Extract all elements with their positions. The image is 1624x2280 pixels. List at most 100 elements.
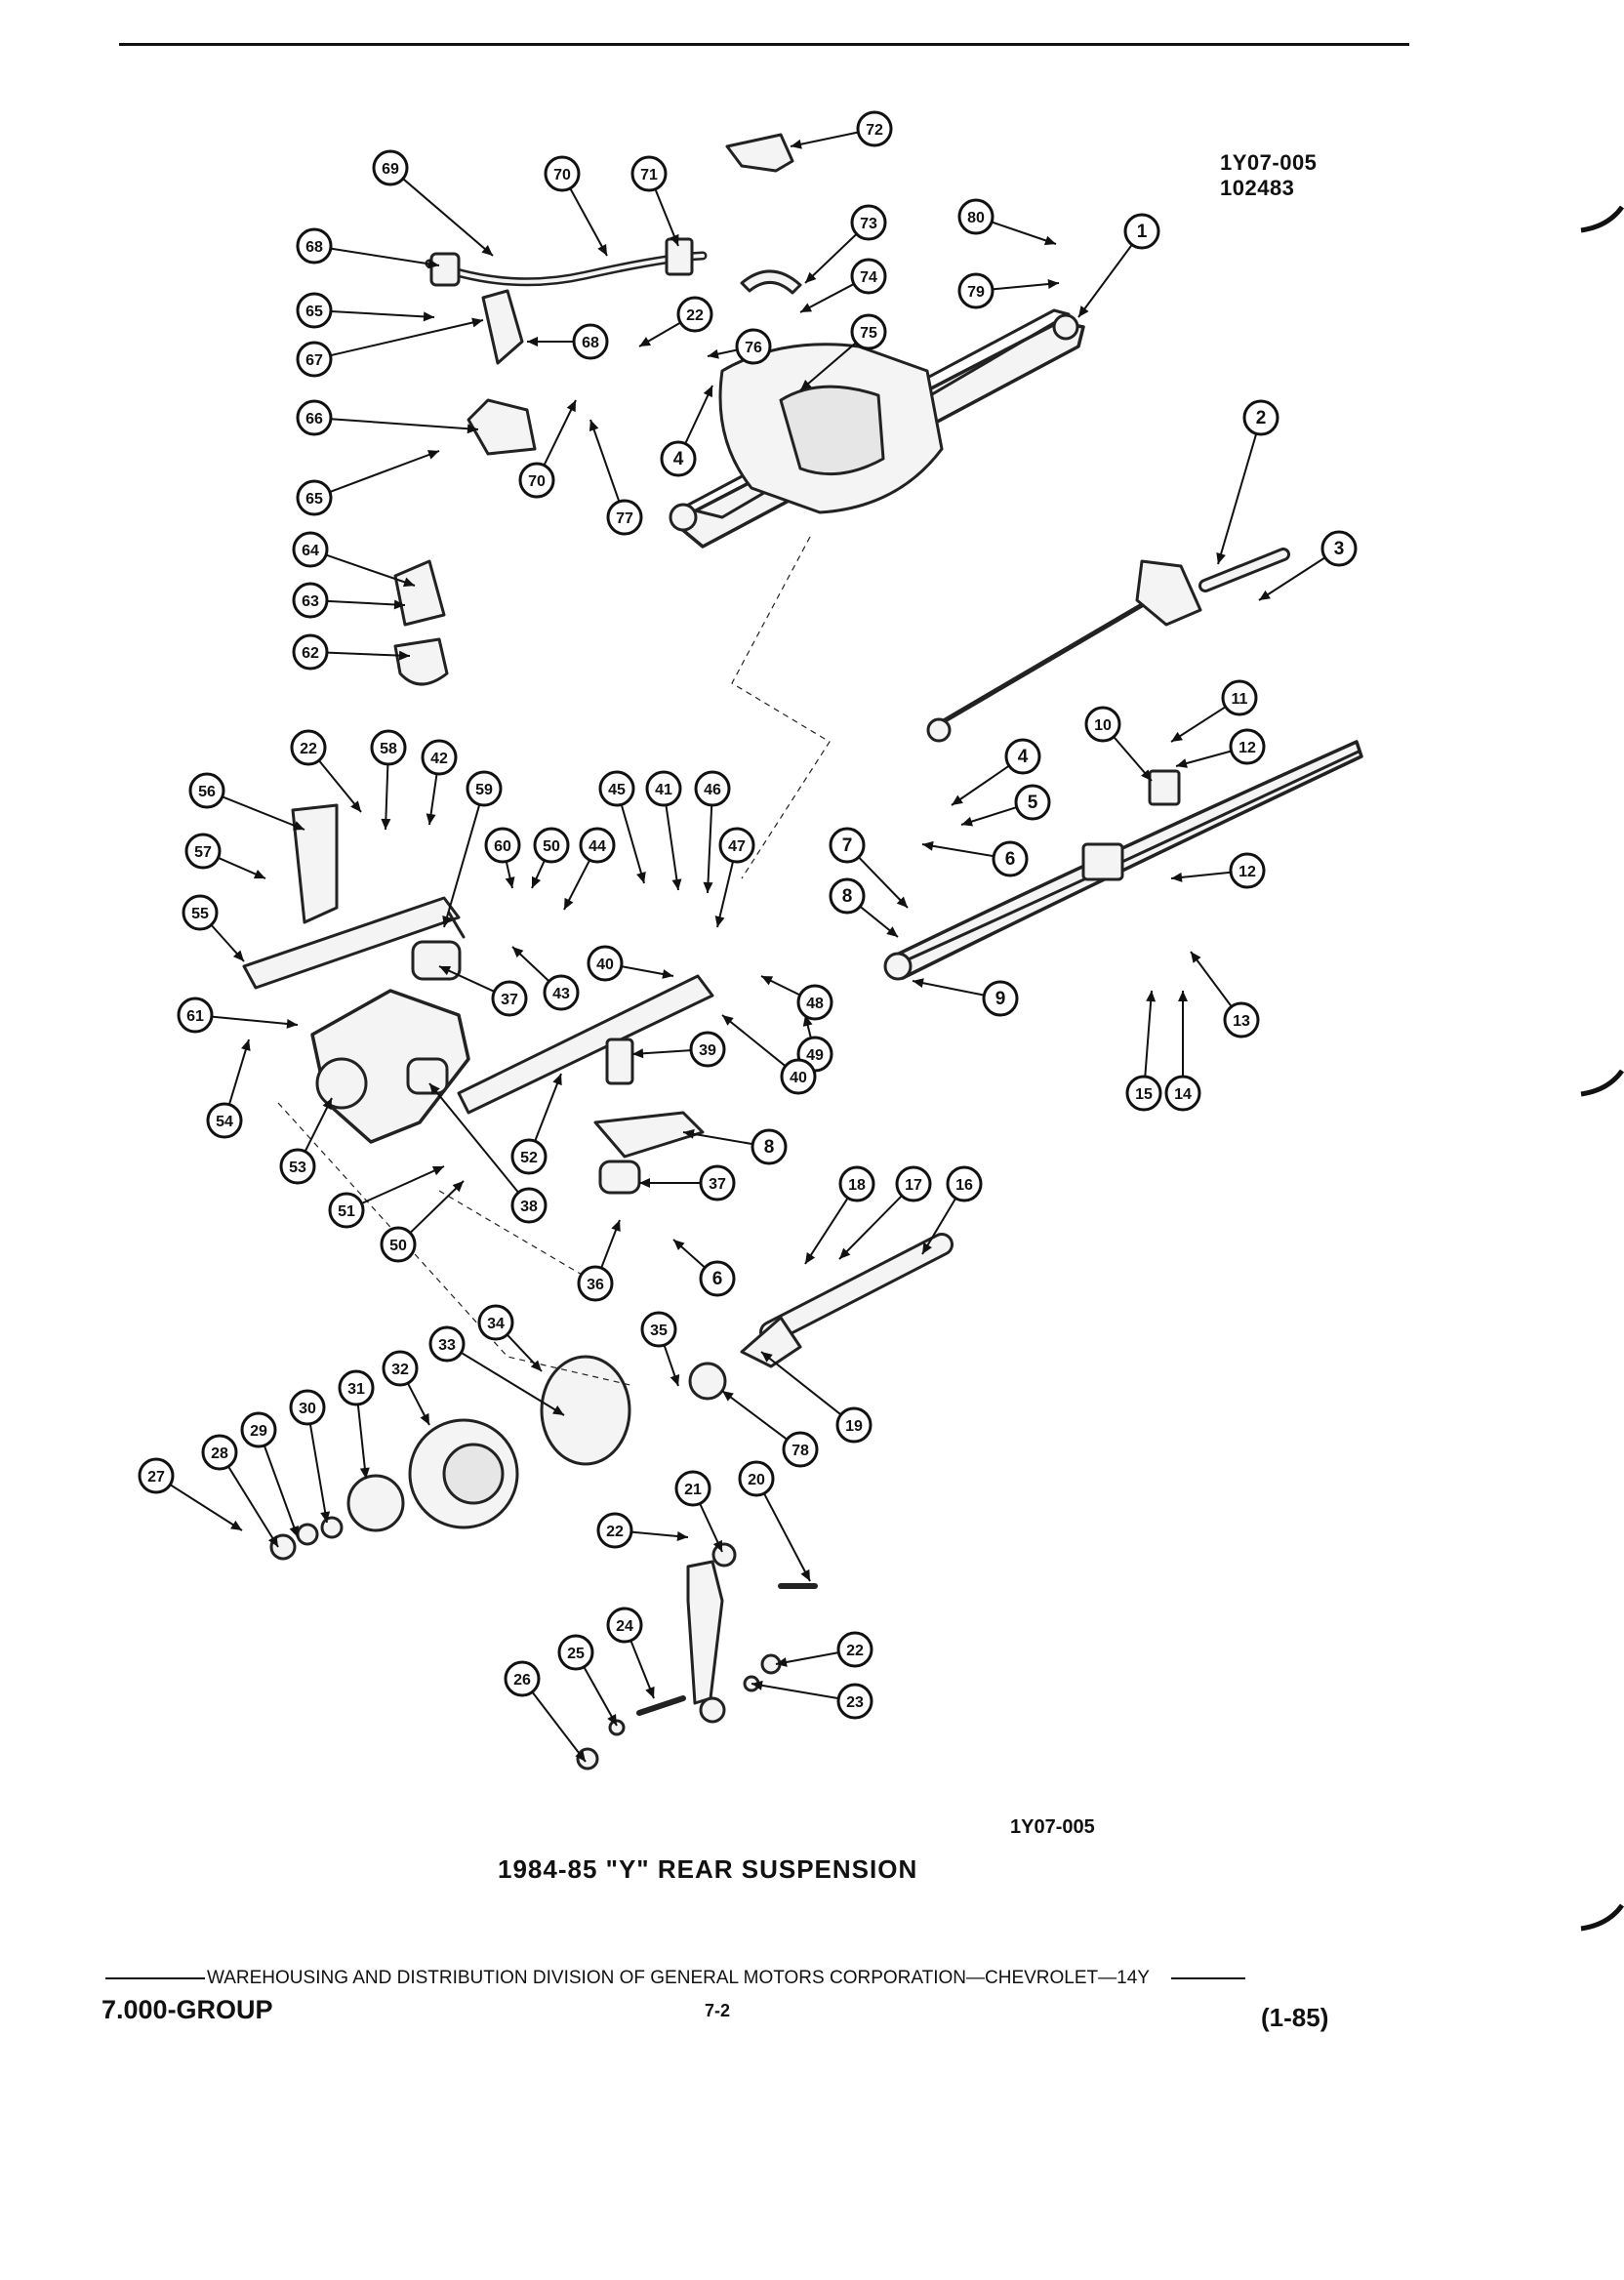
callout-number: 47 <box>728 838 746 855</box>
hub-bore <box>315 1057 368 1110</box>
clamp-73 <box>740 269 802 295</box>
callout-leader <box>721 1390 789 1441</box>
callout-number: 16 <box>955 1177 973 1194</box>
callout-arrowhead <box>481 245 493 256</box>
callout-leader <box>951 764 1010 806</box>
callout-number: 22 <box>606 1524 624 1540</box>
top-rule <box>119 43 1409 46</box>
callout-leader <box>356 1404 367 1480</box>
callout-leader <box>534 1073 562 1142</box>
callout-number: 54 <box>216 1114 233 1130</box>
drawing-code: 1Y07-005 <box>1220 150 1318 175</box>
callout-53: 53 <box>279 1148 316 1185</box>
callout-circle <box>296 399 333 436</box>
callout-76: 76 <box>735 328 772 365</box>
rod-59 <box>447 911 466 939</box>
spacer-39 <box>605 1038 634 1085</box>
callout-leader <box>751 1683 839 1700</box>
callout-circle <box>836 1631 873 1668</box>
callout-number: 42 <box>430 751 448 767</box>
callout-circle <box>738 1460 775 1497</box>
callout-arrowhead <box>805 1252 816 1264</box>
callout-arrowhead <box>431 1165 444 1176</box>
callout-leader <box>329 450 440 493</box>
callout-43: 43 <box>543 974 580 1011</box>
callout-leader <box>531 1690 587 1763</box>
callout-leader <box>760 1351 842 1416</box>
callout-number: 62 <box>302 645 319 662</box>
callout-arrowhead <box>253 870 265 879</box>
callout-71: 71 <box>630 155 668 192</box>
callout-circle <box>557 1634 594 1671</box>
callout-arrowhead <box>670 1373 680 1386</box>
callout-circle <box>796 984 833 1021</box>
callout-30: 30 <box>289 1389 326 1426</box>
callout-57: 57 <box>184 833 222 870</box>
callout-63: 63 <box>292 582 329 619</box>
callout-number: 31 <box>347 1381 365 1398</box>
callout-circle <box>1229 728 1266 765</box>
callout-number: 61 <box>186 1008 204 1025</box>
callout-circle <box>1004 738 1041 775</box>
callout-59: 59 <box>466 770 503 807</box>
callout-number: 5 <box>1028 793 1038 813</box>
callout-arrowhead <box>839 1247 851 1259</box>
callout-arrowhead <box>703 386 712 398</box>
callout-arrowhead <box>751 1680 763 1690</box>
callout-number: 40 <box>790 1070 807 1086</box>
callout-arrowhead <box>791 139 802 149</box>
callout-circle <box>484 827 521 864</box>
callout-circle <box>380 1226 417 1263</box>
washer-25 <box>608 1719 626 1736</box>
callout-leader <box>428 1082 520 1194</box>
callout-arrowhead <box>632 1048 644 1059</box>
tie-rod-end <box>1135 559 1202 627</box>
callout-number: 20 <box>748 1472 765 1488</box>
callout-arrowhead <box>676 1530 688 1541</box>
callout-68: 68 <box>572 323 609 360</box>
callout-leader <box>763 1492 811 1582</box>
callout-circle <box>689 1031 726 1068</box>
callout-arrowhead <box>805 271 817 283</box>
callout-number: 46 <box>704 782 721 798</box>
callout-leader <box>227 1038 250 1106</box>
callout-number: 59 <box>475 782 493 798</box>
callout-16: 16 <box>946 1165 983 1202</box>
callout-number: 41 <box>655 782 672 798</box>
callout-number: 67 <box>305 352 323 369</box>
callout-22: 22 <box>596 1512 633 1549</box>
callout-arrowhead <box>597 243 607 256</box>
callout-circle <box>201 1434 238 1471</box>
caption-code: 1Y07-005 <box>1010 1816 1095 1838</box>
callout-7: 7 <box>829 827 866 864</box>
callout-arrowhead <box>232 950 244 961</box>
callout-arrowhead <box>712 1539 722 1552</box>
callout-number: 68 <box>305 239 323 256</box>
bracket-72 <box>725 133 794 173</box>
callout-leader <box>326 599 406 606</box>
callout-55: 55 <box>182 894 219 931</box>
callout-number: 36 <box>587 1277 604 1293</box>
callout-number: 12 <box>1238 864 1256 880</box>
callout-10: 10 <box>1084 706 1121 743</box>
callout-44: 44 <box>579 827 616 864</box>
callout-arrowhead <box>552 1074 562 1086</box>
callout-arrowhead <box>532 875 542 888</box>
callout-arrowhead <box>886 926 898 937</box>
callout-40: 40 <box>587 945 624 982</box>
callout-circle <box>579 827 616 864</box>
pivot-bushing <box>669 503 698 532</box>
callout-circle <box>182 894 219 931</box>
callout-number: 12 <box>1238 740 1256 756</box>
callout-leader <box>583 1666 618 1727</box>
callout-number: 39 <box>699 1042 716 1059</box>
callout-circle <box>782 1431 819 1468</box>
binding-mark-icon <box>1580 205 1624 233</box>
callout-arrowhead <box>961 816 973 827</box>
callout-leader <box>330 247 440 266</box>
callout-circle <box>296 292 333 329</box>
callout-circle <box>572 323 609 360</box>
callout-leader <box>222 795 305 831</box>
callout-70: 70 <box>518 462 555 499</box>
